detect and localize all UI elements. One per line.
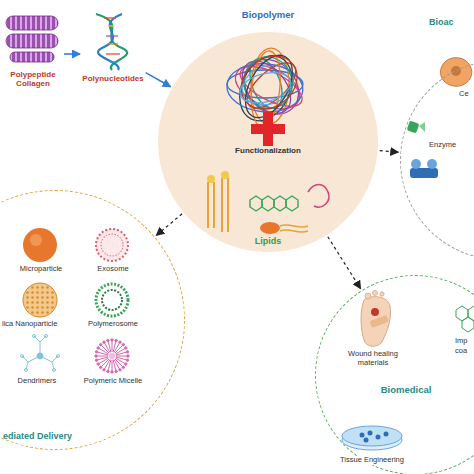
- biopolymer-circle: BiopolymerFunctionalizationLipids: [158, 32, 378, 252]
- item-label: Enzyme: [428, 141, 474, 150]
- section-heading: Bioac: [429, 17, 473, 27]
- node-label: Polynucleotides: [82, 74, 144, 83]
- item-label: Wound healing materials: [336, 350, 410, 367]
- item-label: Microparticle: [10, 265, 72, 274]
- section-heading: ediated Delivery: [3, 431, 113, 441]
- item-label: Polymerosome: [80, 320, 146, 329]
- flow-arrow: [380, 151, 399, 152]
- polynucleotide-group: Polynucleotides: [82, 12, 144, 96]
- item-label: Tissue Engineering: [326, 456, 418, 465]
- item-label: lica Nanoparticle: [1, 320, 83, 329]
- biopolymer-art: [158, 32, 378, 252]
- item-label: Ce: [458, 90, 474, 99]
- flow-arrow: [64, 53, 80, 55]
- item-label: Polymeric Micelle: [76, 377, 150, 386]
- node-label: Lipids: [238, 236, 298, 246]
- bioactive-icons: [407, 58, 472, 178]
- node-label: Functionalization: [203, 146, 333, 155]
- biomedical-icons: [342, 291, 474, 451]
- flow-arrow: [156, 214, 182, 236]
- node-label: Polypeptide Collagen: [4, 70, 62, 88]
- item-label: Imp: [454, 337, 474, 346]
- item-label: coa: [454, 347, 474, 356]
- item-label: Exosome: [84, 265, 142, 274]
- collagen-icon: [6, 16, 58, 62]
- flow-arrow: [146, 73, 171, 87]
- section-heading: Biomedical: [361, 385, 451, 396]
- biomedical-circle: Biomedical: [315, 275, 474, 474]
- section-heading: Biopolymer: [208, 10, 328, 21]
- dna-icon: [96, 14, 127, 70]
- flow-arrow: [328, 237, 361, 289]
- collagen-group: Polypeptide Collagen: [4, 12, 62, 96]
- delivery-icons: [21, 228, 130, 373]
- item-label: Dendrimers: [6, 377, 68, 386]
